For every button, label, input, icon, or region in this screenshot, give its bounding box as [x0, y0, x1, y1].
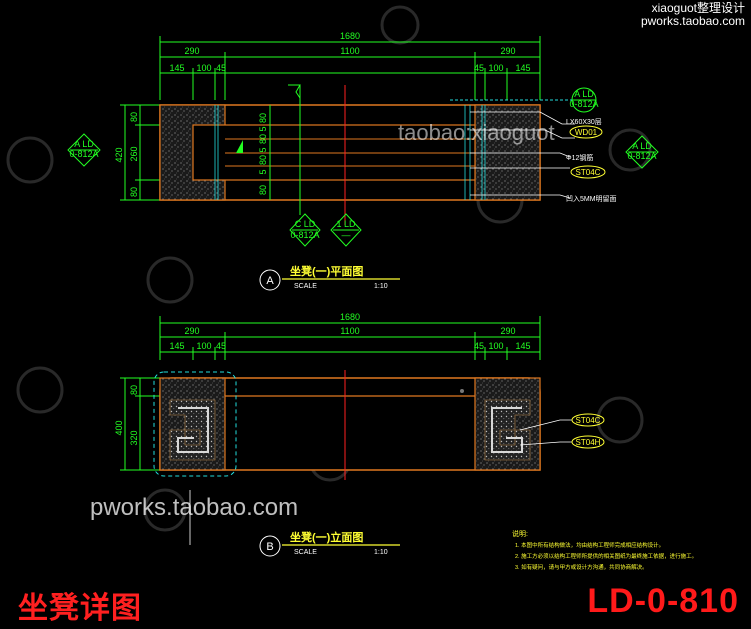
notes-heading: 说明: [512, 529, 528, 538]
section-symbol-right-mid-b: 0-812A [627, 151, 656, 161]
sheet-title: 坐凳详图 [18, 591, 142, 626]
sheet-number: LD-0-810 [587, 582, 739, 620]
design-notes: 说明: 1. 本图中所有结构做法，均由结构工程师完成相应结构设计。 2. 施工方… [512, 529, 697, 571]
section-symbol-bottom-2-b: — [342, 230, 351, 240]
elev-tag-st04c-label: ST04C [576, 416, 601, 425]
elev-dim-v-top: 80 [129, 385, 139, 395]
plan-dim-a: 145 [169, 63, 184, 73]
section-symbol-bottom-2: 1 LD — [330, 213, 362, 247]
elev-dim-v-bot: 320 [129, 430, 139, 445]
elev-title-name: 坐凳(一)立面图 [290, 530, 363, 544]
watermark-top: taobao:xiaoguot [398, 120, 555, 145]
plan-title-letter: A [266, 275, 274, 287]
plan-inner-dim-7: 80 [258, 185, 268, 195]
plan-dim-b: 100 [196, 63, 211, 73]
plan-callout-lx: LX60X30层 [566, 118, 602, 126]
section-symbol-bottom-1: C LD 0-812A [289, 213, 321, 247]
plan-dim-v-bot: 80 [129, 187, 139, 197]
elev-dim-left: 290 [184, 326, 199, 336]
notes-item-1: 1. 本图中所有结构做法，均由结构工程师完成相应结构设计。 [515, 541, 664, 549]
elev-dim-c: 45 [216, 341, 226, 351]
elev-tag-st04c: ST04C [571, 413, 605, 427]
elev-tag-st04h: ST04H [571, 435, 605, 449]
plan-dim-v-total: 420 [114, 147, 124, 162]
plan-dim-v-mid: 260 [129, 146, 139, 161]
section-symbol-bottom-1-b: 0-812A [290, 230, 319, 240]
section-symbol-right-top-b: 0-812A [569, 99, 598, 109]
plan-inner-dim-1: 80 [258, 113, 268, 123]
notes-item-2: 2. 施工方必须以结构工程师所提供的相关图纸为最终施工依据，进行施工。 [515, 552, 697, 560]
plan-callout-recess: 凹入5MM明留面 [566, 194, 617, 203]
section-symbol-left-top: A LD [74, 139, 94, 149]
section-symbol-bottom-2-a: 1 LD [336, 219, 356, 229]
plan-view: 1680 290 1100 290 145 100 45 45 100 145 … [67, 31, 659, 291]
plan-dim-left: 290 [184, 46, 199, 56]
section-symbol-left-bot: 0-812A [69, 149, 98, 159]
plan-title-scale: 1:10 [374, 283, 388, 290]
plan-inner-dim-6: 5 [258, 169, 268, 174]
elev-dim-d: 45 [474, 341, 484, 351]
plan-title: A 坐凳(一)平面图 SCALE 1:10 [259, 264, 400, 291]
plan-tag-wd01-label: WD01 [575, 128, 598, 137]
elev-tag-st04h-label: ST04H [576, 438, 601, 447]
plan-inner-dim-5: 80 [258, 155, 268, 165]
plan-title-scale-label: SCALE [294, 283, 317, 290]
section-symbol-right-top: A LD 0-812A [450, 87, 599, 113]
section-symbol-left: A LD 0-812A [67, 133, 101, 167]
plan-dim-e: 100 [488, 63, 503, 73]
elev-dim-b: 100 [196, 341, 211, 351]
brand-line2: pworks.taobao.com [640, 14, 745, 28]
plan-title-name: 坐凳(一)平面图 [290, 264, 363, 278]
brand-line1: xiaoguot整理设计 [651, 1, 745, 15]
elev-dim-right: 290 [500, 326, 515, 336]
brand-watermark: xiaoguot整理设计 pworks.taobao.com [641, 2, 745, 28]
elev-dim-mid: 1100 [340, 326, 359, 336]
elev-title: B 坐凳(一)立面图 SCALE 1:10 [259, 530, 400, 557]
plan-dim-c: 45 [216, 63, 226, 73]
plan-inner-dim-3: 80 [258, 134, 268, 144]
plan-tag-st04c-label: ST04C [576, 168, 601, 177]
elev-dim-f: 145 [515, 341, 530, 351]
plan-dim-mid: 1100 [340, 46, 359, 56]
elev-dim-total: 1680 [340, 312, 360, 322]
section-symbol-bottom-1-a: C LD [295, 219, 316, 229]
notes-item-3: 3. 如有疑问，请与甲方或设计方沟通，共同协商解决。 [515, 563, 648, 571]
plan-callout-rebar: Φ12钢筋 [566, 153, 593, 162]
plan-inner-dim-4: 5 [258, 147, 268, 152]
section-symbol-right-top-a: A LD [574, 89, 594, 99]
elev-title-letter: B [266, 541, 273, 553]
plan-dim-f: 145 [515, 63, 530, 73]
watermark-bottom: pworks.taobao.com [90, 494, 299, 521]
elev-dim-a: 145 [169, 341, 184, 351]
section-symbol-right-mid-a: A LD [632, 141, 652, 151]
background-logo-marks [6, 5, 652, 532]
plan-tag-st04c: ST04C [570, 165, 606, 179]
elev-dim-v-total: 400 [114, 420, 124, 435]
plan-dim-v-top: 80 [129, 112, 139, 122]
section-symbol-right-mid: A LD 0-812A [625, 135, 659, 169]
plan-inner-dim-2: 5 [258, 126, 268, 131]
plan-dim-d: 45 [474, 63, 484, 73]
elev-dim-e: 100 [488, 341, 503, 351]
elevation-view: 1680 290 1100 290 145 100 45 45 100 145 … [114, 312, 605, 557]
elev-title-scale: 1:10 [374, 549, 388, 556]
elev-title-scale-label: SCALE [294, 549, 317, 556]
plan-tag-wd01: WD01 [569, 125, 603, 139]
plan-dim-total: 1680 [340, 31, 360, 41]
plan-dim-right: 290 [500, 46, 515, 56]
